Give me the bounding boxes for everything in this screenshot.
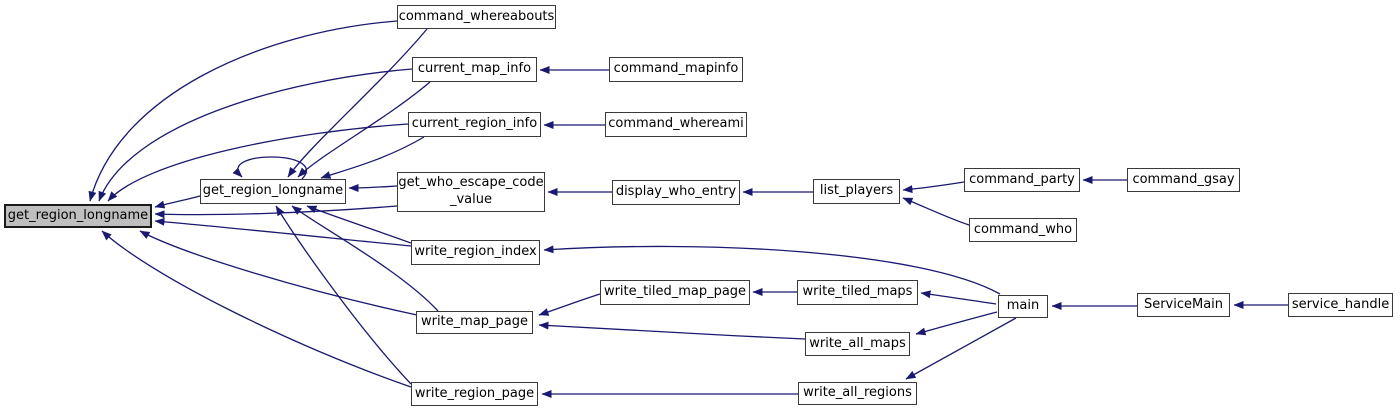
edge-wrp-to-grl (275, 205, 412, 385)
edge-wmp-to-grl (291, 205, 439, 312)
node-grl_focus[interactable]: get_region_longname (4, 204, 152, 228)
edge-wam-to-wmp (538, 321, 806, 340)
edge-cri-to-grl_focus (107, 123, 409, 202)
edge-gwecv-to-grl (348, 183, 398, 192)
node-cparty[interactable]: command_party (964, 168, 1080, 192)
edge-cwho-to-lp (902, 197, 970, 226)
node-dwe[interactable]: display_who_entry (612, 180, 740, 205)
node-lp[interactable]: list_players (813, 179, 900, 204)
edge-cparty-to-lp (902, 181, 965, 194)
node-cmi[interactable]: current_map_info (412, 57, 537, 82)
edge-gwecv-to-grl_focus (154, 205, 398, 219)
edge-wrp-to-grl_focus (101, 230, 412, 388)
edge-main-to-wri (543, 245, 1001, 295)
node-wtmp[interactable]: write_tiled_map_page (600, 280, 750, 305)
node-wam[interactable]: write_all_maps (805, 332, 910, 356)
node-main[interactable]: main (998, 295, 1048, 318)
node-war[interactable]: write_all_regions (798, 382, 917, 405)
edge-cmi-to-grl_focus (98, 68, 413, 202)
edge-cwa-to-grl_focus (88, 20, 398, 202)
node-cwa[interactable]: command_whereabouts (397, 5, 556, 29)
edge-group (88, 20, 1288, 398)
node-sh[interactable]: service_handle (1288, 293, 1393, 317)
edge-cri-to-grl (320, 136, 425, 179)
node-wri[interactable]: write_region_index (411, 240, 540, 265)
node-wmp[interactable]: write_map_page (416, 311, 533, 334)
node-wtm[interactable]: write_tiled_maps (797, 280, 918, 305)
edge-wtmp-to-wmp (538, 293, 601, 316)
edge-grl-to-grl_focus (154, 195, 201, 209)
node-grl[interactable]: get_region_longname (200, 179, 346, 204)
edge-cwa-to-grl (287, 28, 428, 178)
node-cri[interactable]: current_region_info (408, 112, 541, 137)
node-sm[interactable]: ServiceMain (1137, 293, 1230, 317)
node-gwecv[interactable]: get_who_escape_code _value (397, 172, 545, 212)
edge-wri-to-grl (306, 205, 412, 244)
edge-cmi-to-grl (297, 81, 431, 178)
edge-main-to-war (905, 317, 1017, 380)
edge-wmp-to-grl_focus (139, 230, 418, 316)
edge-main-to-wtm (920, 290, 997, 305)
node-cgsay[interactable]: command_gsay (1127, 168, 1240, 192)
node-wrp[interactable]: write_region_page (411, 382, 538, 406)
node-cwho[interactable]: command_who (969, 218, 1077, 242)
node-cwami[interactable]: command_whereami (605, 112, 747, 137)
node-cmapinfo[interactable]: command_mapinfo (609, 57, 743, 82)
edge-main-to-wam (915, 311, 998, 336)
edge-wri-to-grl_focus (154, 217, 412, 247)
